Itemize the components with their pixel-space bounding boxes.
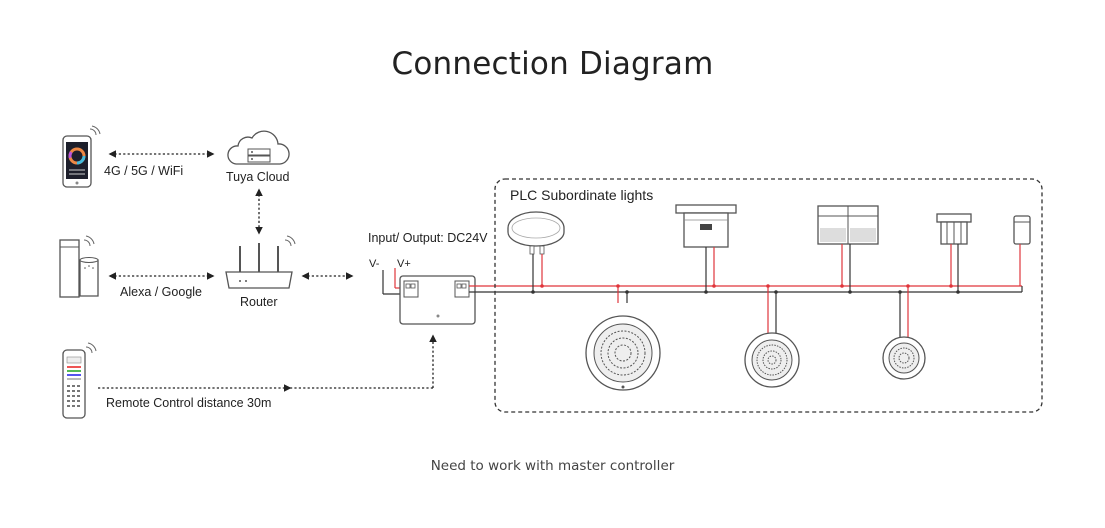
router-icon — [225, 235, 296, 289]
io-label: Input/ Output: DC24V — [368, 231, 488, 245]
wire-junctions — [531, 284, 960, 294]
wifi-label: 4G / 5G / WiFi — [104, 164, 184, 178]
controller-icon — [382, 268, 476, 325]
bollard-light — [936, 213, 972, 292]
router-label: Router — [240, 295, 278, 309]
footer-note: Need to work with master controller — [430, 458, 675, 474]
page-title: Connection Diagram — [391, 46, 714, 82]
assistant-label: Alexa / Google — [120, 285, 202, 299]
smartphone-icon — [62, 125, 101, 188]
remote-control-icon — [62, 342, 97, 419]
flood-light — [675, 204, 737, 292]
v-plus-label: V+ — [397, 258, 411, 270]
pool-light-small — [882, 286, 926, 380]
pool-light-medium — [744, 286, 800, 388]
remote-label: Remote Control distance 30m — [106, 396, 272, 410]
par-lamp-light — [507, 211, 565, 292]
v-minus-label: V- — [369, 258, 380, 270]
plc-group-label: PLC Subordinate lights — [510, 187, 654, 203]
remote-link — [98, 334, 437, 392]
wall-light — [817, 205, 879, 292]
cylinder-light — [1013, 215, 1031, 292]
cloud-icon — [227, 130, 290, 165]
smart-speaker-icon — [59, 235, 99, 298]
cloud-label: Tuya Cloud — [226, 170, 290, 184]
pool-light-large — [585, 286, 661, 391]
